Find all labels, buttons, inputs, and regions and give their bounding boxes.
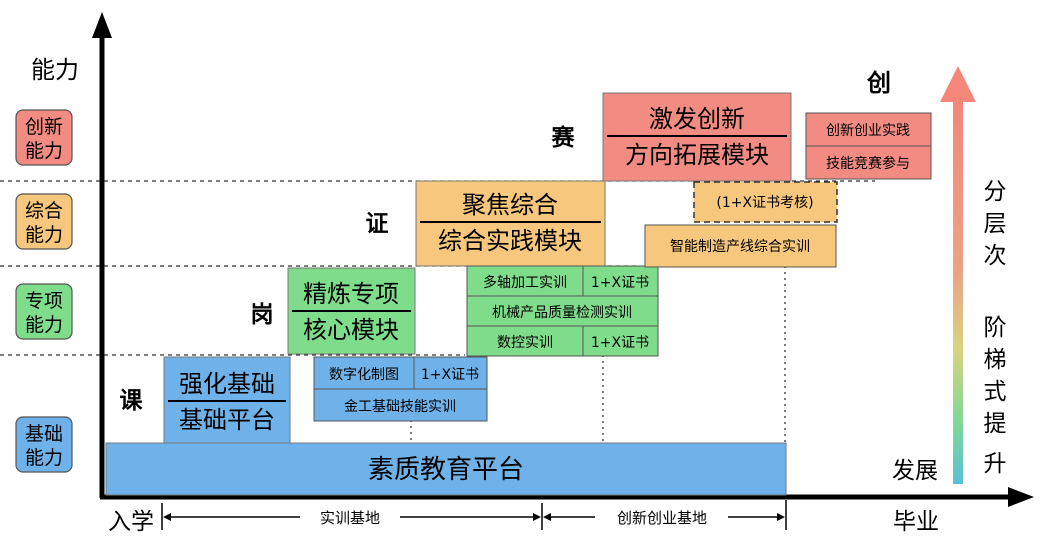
svg-text:智能制造产线综合实训: 智能制造产线综合实训 [670,239,810,255]
side-gradient-arrow [940,66,976,484]
module-special-title: 精炼专项 [303,280,399,308]
training-quality-check: 机械产品质量检测实训 [466,295,659,327]
level-basic-line2: 能力 [25,447,63,469]
level-basic-line1: 基础 [25,423,63,445]
module-basic-title: 强化基础 [179,370,275,398]
svg-text:创新创业实践: 创新创业实践 [826,123,910,139]
x-start-label: 入学 [108,509,154,535]
svg-text:升: 升 [984,451,1007,477]
svg-text:技能竞赛参与: 技能竞赛参与 [826,155,910,172]
foundation-platform: 素质教育平台 [105,442,787,496]
svg-text:层: 层 [984,211,1007,237]
training-multi-axis: 多轴加工实训 [466,265,584,297]
y-axis-label: 能力 [31,56,79,84]
training-metal-skill: 金工基础技能实训 [313,388,488,422]
svg-text:式: 式 [984,379,1007,405]
level-comprehensive-line2: 能力 [25,224,63,246]
module-innovation: 激发创新 方向拓展模块 [602,92,792,182]
training-cert-2: 1+X证书 [582,265,659,297]
x-axis [100,487,1034,507]
base-training-label: 实训基地 [320,509,380,527]
svg-text:次: 次 [984,243,1007,269]
module-innovation-title: 激发创新 [649,105,745,133]
training-cert-3: 1+X证书 [582,325,659,357]
svg-text:数字化制图: 数字化制图 [329,367,399,383]
module-basic: 强化基础 基础平台 [163,356,291,444]
x-end-label: 毕业 [893,509,939,535]
level-innovation-line1: 创新 [25,116,63,138]
module-basic-subtitle: 基础平台 [179,406,275,434]
training-smart-line: 智能制造产线综合实训 [644,224,837,268]
level-comprehensive: 综合 能力 [15,193,73,250]
svg-text:阶: 阶 [984,315,1007,341]
foundation-label: 素质教育平台 [368,455,524,485]
training-digital-drawing: 数字化制图 [313,356,415,390]
level-innovation-line2: 能力 [25,140,63,162]
level-special-line2: 能力 [25,314,63,336]
training-cert-exam: (1+X证书考核) [693,181,838,223]
svg-text:提: 提 [984,411,1007,437]
y-axis [92,12,112,498]
svg-text:分: 分 [984,179,1007,205]
svg-text:1+X证书: 1+X证书 [421,367,479,383]
svg-text:(1+X证书考核): (1+X证书考核) [716,195,813,211]
level-innovation: 创新 能力 [15,109,73,166]
module-comprehensive: 聚焦综合 综合实践模块 [415,180,606,267]
stage-label-ke: 课 [120,388,144,414]
module-special-subtitle: 核心模块 [303,316,399,344]
svg-text:梯: 梯 [984,347,1007,373]
level-special: 专项 能力 [15,283,73,340]
stage-label-sai: 赛 [551,124,576,151]
side-arrow-text: 分 层 次 阶 梯 式 提 升 [984,179,1007,477]
level-special-line1: 专项 [25,290,63,312]
training-cnc: 数控实训 [466,325,584,357]
stage-label-zheng: 证 [366,211,389,237]
innovate-label: 创 [866,69,891,97]
base-timeline [161,500,787,530]
svg-text:机械产品质量检测实训: 机械产品质量检测实训 [492,305,632,321]
module-comprehensive-title: 聚焦综合 [462,191,558,219]
training-skill-contest: 技能竞赛参与 [805,145,932,180]
vertical-guides [410,266,786,443]
svg-text:数控实训: 数控实训 [497,335,553,351]
training-cert-1: 1+X证书 [413,356,488,390]
base-innovation-label: 创新创业基地 [617,509,707,527]
growth-label: 发展 [892,458,938,484]
module-comprehensive-subtitle: 综合实践模块 [438,227,582,255]
svg-text:金工基础技能实训: 金工基础技能实训 [344,398,456,415]
level-comprehensive-line1: 综合 [25,200,63,222]
module-special: 精炼专项 核心模块 [287,267,416,355]
svg-text:多轴加工实训: 多轴加工实训 [483,274,567,291]
module-innovation-subtitle: 方向拓展模块 [625,141,769,169]
svg-text:1+X证书: 1+X证书 [591,275,649,291]
level-basic: 基础 能力 [15,416,73,473]
svg-text:1+X证书: 1+X证书 [591,335,649,351]
stage-label-gang: 岗 [251,302,274,328]
training-innov-practice: 创新创业实践 [805,112,932,147]
